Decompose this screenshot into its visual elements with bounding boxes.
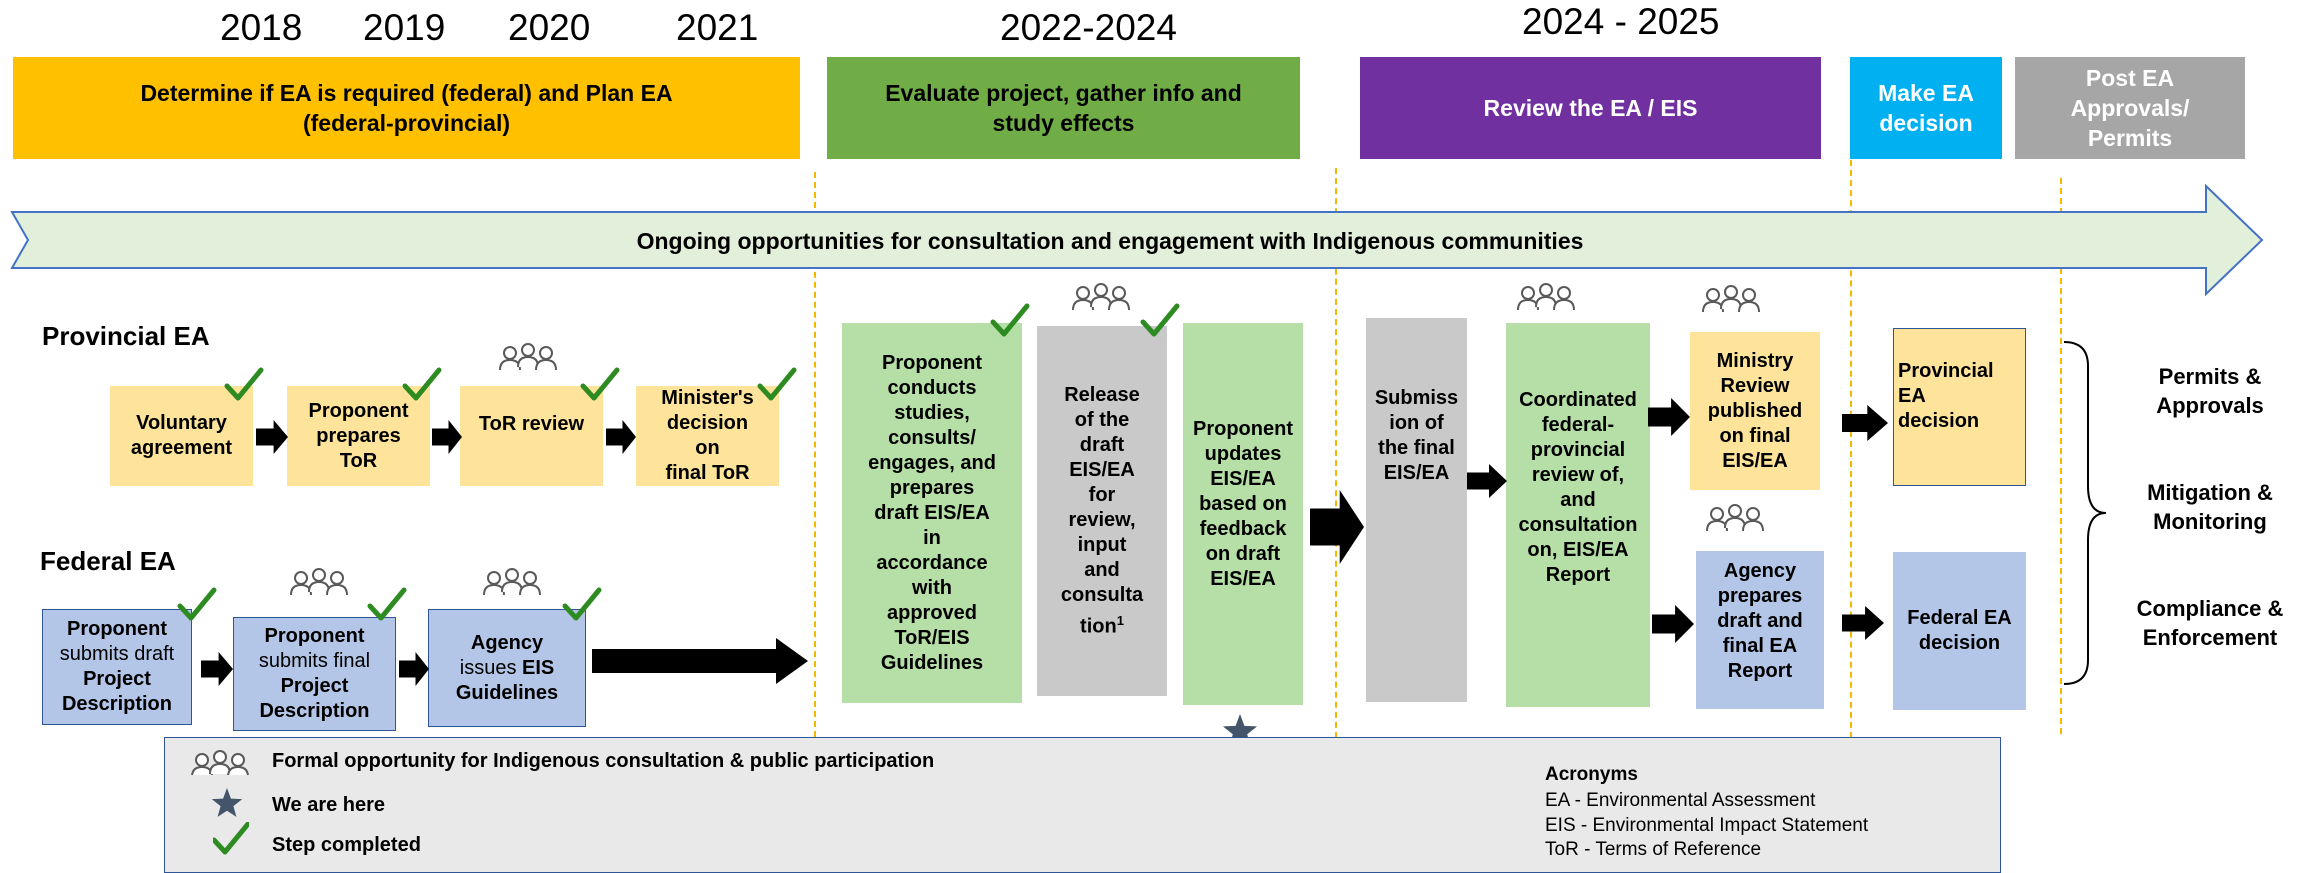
engagement-banner-label: Ongoing opportunities for consultation a… xyxy=(636,228,1584,254)
step-proponent-prepares-tor: Proponent prepares ToR xyxy=(287,386,430,486)
step-conduct-studies: Proponent conducts studies, consults/ en… xyxy=(842,323,1022,703)
check-icon xyxy=(367,587,407,621)
star-icon xyxy=(211,788,243,817)
year-label: 2022-2024 xyxy=(1000,7,1177,48)
flow-arrow xyxy=(1842,606,1884,640)
legend-participation-label: Formal opportunity for Indigenous consul… xyxy=(272,750,935,772)
check-icon xyxy=(580,367,620,401)
people-icon xyxy=(1706,504,1764,532)
people-icon xyxy=(290,568,348,596)
step-release-draft: Release of the draft EIS/EA for review, … xyxy=(1037,326,1167,696)
check-icon xyxy=(177,587,217,621)
engagement-banner-arrow xyxy=(10,183,2264,297)
people-icon xyxy=(1072,283,1130,311)
acronyms-title: Acronyms xyxy=(1545,764,1638,785)
step-coordinated-review: Coordinated federal- provincial review o… xyxy=(1506,323,1650,707)
check-icon xyxy=(990,303,1030,337)
evaluate-to-review-arrow xyxy=(1310,490,1364,564)
flow-arrow xyxy=(1842,405,1888,441)
step-update-draft: Proponent updates EIS/EA based on feedba… xyxy=(1183,323,1303,705)
flow-arrow xyxy=(201,652,233,686)
legend-completed-label: Step completed xyxy=(272,834,421,856)
phase-divider xyxy=(1850,160,1852,738)
people-icon xyxy=(1702,285,1760,313)
flow-arrow xyxy=(606,420,636,454)
year-label: 2024 - 2025 xyxy=(1522,1,1720,42)
phase-divider xyxy=(2060,178,2062,734)
flow-arrow xyxy=(432,420,462,454)
people-icon xyxy=(191,750,249,775)
check-icon xyxy=(213,822,249,855)
phase-post-ea: Post EA Approvals/ Permits xyxy=(2015,57,2245,159)
flow-arrow xyxy=(1467,464,1507,498)
step-tor-review: ToR review xyxy=(460,386,603,486)
people-icon xyxy=(1517,283,1575,311)
legend-panel xyxy=(164,737,2001,873)
post-compliance-enforcement: Compliance & Enforcement xyxy=(2136,596,2284,650)
people-icon xyxy=(483,568,541,596)
star-icon xyxy=(211,788,243,817)
flow-arrow xyxy=(1648,398,1690,436)
provincial-ea-decision: Provincial EA decision xyxy=(1893,328,2026,486)
federal-ea-title: Federal EA xyxy=(40,546,176,576)
people-icon xyxy=(191,750,249,775)
check-icon xyxy=(562,587,602,621)
year-label: 2021 xyxy=(676,7,759,48)
phase-plan-ea: Determine if EA is required (federal) an… xyxy=(13,57,800,159)
step-ministry-review: Ministry Review published on final EIS/E… xyxy=(1690,332,1820,490)
check-icon xyxy=(213,822,249,855)
check-icon xyxy=(1140,303,1180,337)
flow-arrow xyxy=(256,420,288,454)
flow-arrow xyxy=(1652,605,1694,643)
post-ea-brace xyxy=(2063,341,2107,685)
acronym-ea: EA - Environmental Assessment xyxy=(1545,790,1816,811)
step-voluntary-agreement: Voluntary agreement xyxy=(110,386,253,486)
people-icon xyxy=(499,343,557,371)
step-submit-final: Submiss ion of the final EIS/EA xyxy=(1366,318,1467,702)
provincial-ea-title: Provincial EA xyxy=(42,321,210,351)
we-are-here-star xyxy=(1222,714,1258,747)
year-label: 2020 xyxy=(508,7,591,48)
year-label: 2018 xyxy=(220,7,303,48)
check-icon xyxy=(402,367,442,401)
phase-divider xyxy=(1335,168,1337,738)
phase-make-decision: Make EA decision xyxy=(1850,57,2002,159)
federal-ea-decision: Federal EA decision xyxy=(1893,552,2026,710)
flow-arrow xyxy=(399,652,429,686)
post-permits-approvals: Permits & Approvals xyxy=(2156,364,2264,418)
check-icon xyxy=(757,367,797,401)
check-icon xyxy=(224,367,264,401)
acronym-eis: EIS - Environmental Impact Statement xyxy=(1545,815,1869,836)
legend-we-are-here-label: We are here xyxy=(272,794,386,816)
step-minister-decision: Minister's decision on final ToR xyxy=(636,386,779,486)
phase-review-ea: Review the EA / EIS xyxy=(1360,57,1821,159)
year-label: 2019 xyxy=(363,7,446,48)
post-mitigation-monitoring: Mitigation & Monitoring xyxy=(2147,480,2273,534)
federal-to-evaluate-arrow xyxy=(592,638,808,684)
step-agency-ea-report: Agency prepares draft and final EA Repor… xyxy=(1696,551,1824,709)
acronym-tor: ToR - Terms of Reference xyxy=(1545,839,1762,860)
phase-divider xyxy=(814,172,816,737)
phase-evaluate-project: Evaluate project, gather info and study … xyxy=(827,57,1300,159)
